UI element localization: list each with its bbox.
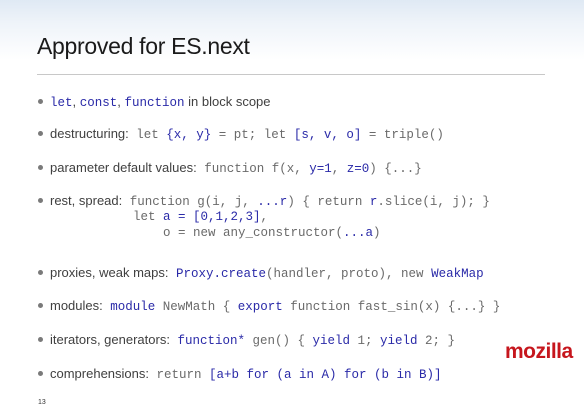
code-text: = triple() — [361, 128, 444, 142]
code-text: ) { return — [287, 195, 370, 209]
bullet-comprehensions: comprehensions: return [a+b for (a in A)… — [50, 366, 442, 382]
code-text: function f(x, — [196, 162, 310, 176]
bullet-dot — [38, 99, 43, 104]
code-highlight: {x, y} — [166, 128, 212, 142]
bullet-destructuring: destructuring: let {x, y} = pt; let [s, … — [50, 126, 444, 142]
code-text: ) — [373, 226, 381, 240]
bullet-block-scope: let, const, function in block scope — [50, 94, 271, 110]
separator-text: , — [117, 94, 125, 109]
bullet-dot — [38, 303, 43, 308]
bullet-label: iterators, generators: — [50, 332, 170, 347]
bullet-label: rest, spread: — [50, 193, 123, 208]
bullet-dot — [38, 371, 43, 376]
code-highlight: [s, v, o] — [293, 128, 362, 142]
code-text: function fast_sin(x) {...} } — [282, 300, 501, 314]
code-text: let — [133, 210, 164, 224]
code-highlight: z=0 — [346, 162, 370, 176]
bullet-modules: modules: module NewMath { export functio… — [50, 298, 500, 314]
code-text: NewMath { — [155, 300, 238, 314]
code-highlight: ...a — [343, 226, 374, 240]
code-highlight: y=1 — [309, 162, 332, 176]
code-continuation-line: o = new any_constructor(...a) — [163, 225, 381, 240]
code-highlight: a = [0,1,2,3] — [163, 210, 261, 224]
code-keyword: function* — [169, 334, 245, 348]
bullet-label: proxies, weak maps: — [50, 265, 169, 280]
bullet-text: in block scope — [184, 94, 271, 109]
slide-title: Approved for ES.next — [37, 33, 250, 59]
code-keyword: export — [237, 300, 283, 314]
bullet-dot — [38, 337, 43, 342]
code-keyword: function — [124, 96, 185, 110]
code-highlight: WeakMap — [431, 267, 484, 281]
code-text: ) {...} — [369, 162, 422, 176]
bullet-default-values: parameter default values: function f(x, … — [50, 160, 422, 176]
title-divider — [37, 74, 545, 75]
bullet-label: modules: — [50, 298, 103, 313]
bullet-dot — [38, 270, 43, 275]
code-text: , — [260, 210, 269, 224]
code-highlight: Proxy.create — [168, 267, 267, 281]
code-text: function g(i, j, — [122, 195, 258, 209]
code-text: return — [149, 368, 210, 382]
code-text: (handler, proto), new — [266, 267, 432, 281]
separator-text: , — [72, 94, 80, 109]
code-keyword: yield — [312, 334, 350, 348]
code-text: 2; } — [417, 334, 456, 348]
page-number: 13 — [38, 399, 46, 406]
code-keyword: let — [50, 96, 73, 110]
code-keyword: yield — [380, 334, 418, 348]
bullet-label: comprehensions: — [50, 366, 149, 381]
code-text: .slice(i, j); } — [377, 195, 490, 209]
code-text: o = new any_constructor( — [163, 226, 344, 240]
code-text: = pt; let — [211, 128, 294, 142]
bullet-dot — [38, 198, 43, 203]
bullet-dot — [38, 165, 43, 170]
code-text: let — [128, 128, 167, 142]
bullet-rest-spread: rest, spread: function g(i, j, ...r) { r… — [50, 193, 490, 209]
bullet-generators: iterators, generators: function* gen() {… — [50, 332, 455, 348]
code-highlight: ...r — [257, 195, 288, 209]
code-text: gen() { — [244, 334, 313, 348]
code-text: 1; — [350, 334, 381, 348]
code-continuation-line: let a = [0,1,2,3], — [133, 209, 268, 224]
code-keyword: const — [79, 96, 118, 110]
code-highlight: r — [369, 195, 378, 209]
code-keyword: module — [102, 300, 156, 314]
code-text: , — [331, 162, 347, 176]
bullet-dot — [38, 131, 43, 136]
mozilla-logo: mozilla — [505, 340, 573, 363]
bullet-label: destructuring: — [50, 126, 129, 141]
code-highlight: [a+b for (a in A) for (b in B)] — [209, 368, 442, 382]
bullet-proxies: proxies, weak maps: Proxy.create(handler… — [50, 265, 484, 281]
bullet-label: parameter default values: — [50, 160, 197, 175]
